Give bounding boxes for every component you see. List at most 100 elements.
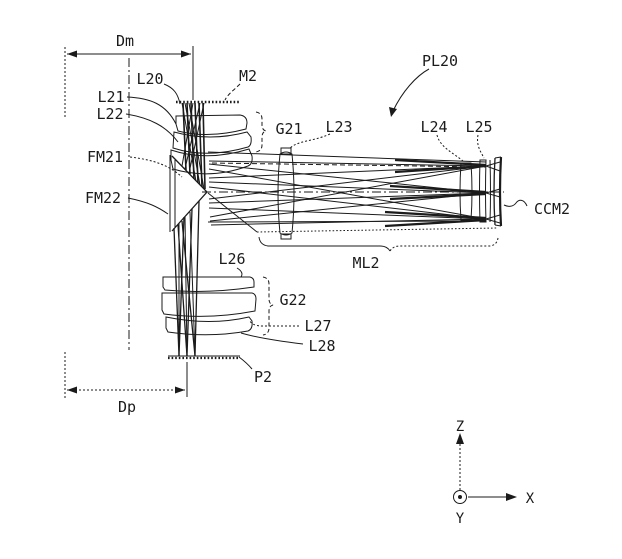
ray-dotted-bottom <box>256 227 498 233</box>
lens-l20-shape <box>175 114 248 136</box>
l21-leader <box>126 96 177 125</box>
ccm2-mirror-surface <box>498 156 503 227</box>
dimension-dm: Dm <box>67 32 191 58</box>
fold-mirror-prism: FM21 FM22 <box>85 148 208 232</box>
lens-l21-shape <box>172 131 252 154</box>
ccm2-leader <box>503 199 528 207</box>
pl20-arrow-curve <box>392 68 430 112</box>
ray-marginal-bottom <box>207 220 487 223</box>
ccm2-bottom-edge <box>494 224 502 227</box>
g22-brace <box>262 276 274 336</box>
dm-label: Dm <box>116 32 134 50</box>
dp-arrow-left <box>67 386 77 394</box>
ray <box>184 102 201 170</box>
pl20-label: PL20 <box>422 52 458 70</box>
z-axis-label: Z <box>456 419 464 435</box>
l23-leader <box>288 133 331 150</box>
ray <box>208 192 487 204</box>
lens-l24-shape <box>459 162 473 221</box>
ray <box>181 102 197 182</box>
lens-l25-rear-surface <box>489 159 491 223</box>
lens-group-right: L24 L25 CCM2 <box>420 118 570 227</box>
ml2-brace-left <box>258 236 391 252</box>
ml2-label: ML2 <box>352 254 379 272</box>
l25-leader <box>477 134 485 159</box>
ray <box>202 102 206 190</box>
ray <box>181 220 196 357</box>
pl20-arrowhead <box>389 107 397 117</box>
ml2-annotation: ML2 <box>258 236 499 272</box>
lens-l22-shape <box>170 148 253 175</box>
dm-arrow-right <box>181 50 191 58</box>
ray <box>208 207 487 220</box>
z-axis-arrowhead <box>456 433 464 444</box>
ray-marginal-top <box>207 151 487 163</box>
ray <box>173 227 180 357</box>
ray <box>188 102 205 174</box>
x-axis-label: X <box>526 491 535 507</box>
l20-leader <box>163 83 181 105</box>
m2-label: M2 <box>239 67 257 85</box>
ray <box>485 192 501 198</box>
ray <box>485 188 501 194</box>
ray <box>209 192 487 222</box>
coordinate-axes: Z X Y <box>453 419 535 527</box>
pl20-annotation: PL20 <box>389 52 458 117</box>
l28-label: L28 <box>308 337 335 355</box>
l20-label: L20 <box>136 70 163 88</box>
ray <box>189 211 196 357</box>
dimension-dp: Dp <box>67 386 185 416</box>
ray <box>208 168 487 220</box>
ray <box>210 218 487 226</box>
l27-leader <box>249 320 299 327</box>
ray-dashed-top <box>211 162 487 168</box>
y-axis-dot <box>458 495 462 499</box>
ray <box>208 186 487 220</box>
l24-label: L24 <box>420 118 447 136</box>
lens-l28-shape <box>165 316 253 336</box>
ray <box>208 165 487 200</box>
dm-arrow-left <box>67 50 77 58</box>
g21-label: G21 <box>275 120 302 138</box>
lens-group-g21: G21 L20 L21 L22 <box>96 70 303 175</box>
mirror-m2: M2 <box>176 67 257 104</box>
ray-diagonal <box>207 192 258 233</box>
m2-leader <box>224 83 241 101</box>
lens-l27-shape <box>161 292 257 317</box>
l23-shape <box>277 151 295 236</box>
p2-label: P2 <box>254 368 272 386</box>
ccm2-label: CCM2 <box>534 200 570 218</box>
l22-leader <box>125 113 179 143</box>
l28-leader <box>240 332 304 345</box>
ray-bundle-horizontal <box>207 151 501 233</box>
lens-group-g22: G22 L26 L27 L28 <box>161 250 336 355</box>
g21-brace <box>255 111 267 153</box>
fm21-leader <box>129 156 183 178</box>
l21-label: L21 <box>97 88 124 106</box>
ray <box>184 215 188 357</box>
ray-thick <box>389 192 487 201</box>
l23-bottom-tab <box>280 233 292 240</box>
lens-l23: L23 <box>277 118 353 240</box>
fm21-label: FM21 <box>87 148 123 166</box>
ray <box>485 218 501 224</box>
ray <box>188 102 205 190</box>
ray <box>209 165 487 218</box>
ray-thick <box>389 184 487 194</box>
ml2-brace-right <box>389 237 499 252</box>
dp-label: Dp <box>118 398 136 416</box>
lens-l25-shape <box>479 159 487 223</box>
fm22-leader <box>127 197 169 215</box>
ray <box>184 102 201 186</box>
x-axis-arrowhead <box>506 493 517 501</box>
y-axis-label: Y <box>456 511 465 527</box>
image-plane-p2: P2 <box>168 355 272 386</box>
l27-label: L27 <box>304 317 331 335</box>
l24-leader <box>436 134 464 162</box>
l23-label: L23 <box>325 118 352 136</box>
l26-label: L26 <box>218 250 245 268</box>
ray <box>208 160 487 167</box>
p2-leader <box>238 356 253 370</box>
